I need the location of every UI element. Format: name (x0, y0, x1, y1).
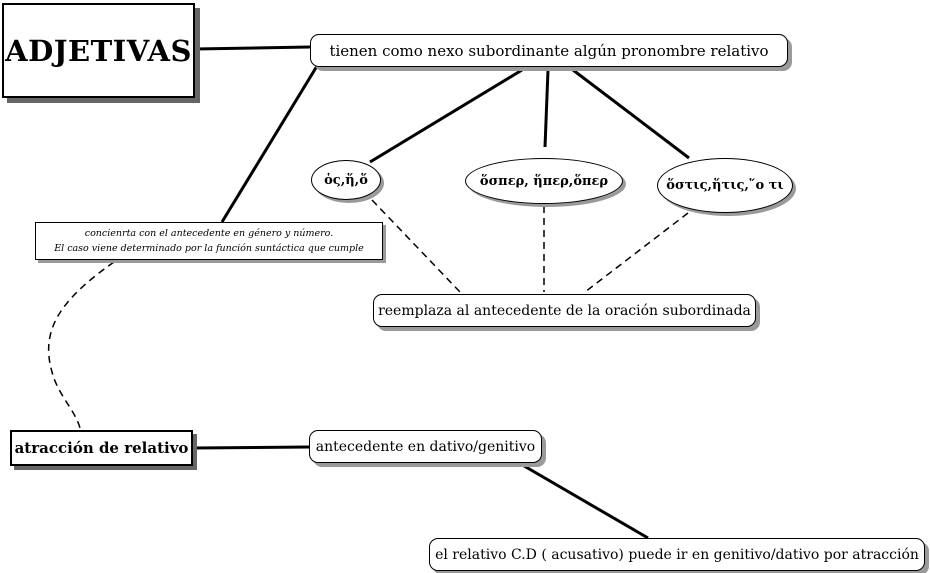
link-nexo-pronoun1 (369, 68, 523, 164)
link-title-nexo (194, 45, 311, 51)
title-text: ADJETIVAS (5, 33, 192, 68)
dativo-text: antecedente en dativo/genitivo (315, 438, 536, 455)
title-box: ADJETIVAS (2, 3, 195, 98)
concierta-line-1: concienrta con el antecedente en género … (84, 228, 334, 239)
relativo-cd-text: el relativo C.D ( acusativo) puede ir en… (435, 546, 919, 563)
dativo-box: antecedente en dativo/genitivo (309, 430, 542, 463)
link-nexo-pronoun3 (572, 68, 690, 160)
pronoun-2-text: ὅσπερ, ἥπερ,ὅπερ (479, 173, 609, 189)
reemplaza-box: reemplaza al antecedente de la oración s… (373, 294, 756, 327)
dash-pronoun3-reemplaza (584, 212, 689, 293)
dash-concierta-atraccion (47, 261, 115, 429)
concierta-box: concienrta con el antecedente en género … (35, 222, 383, 260)
atraccion-box: atracción de relativo (10, 430, 193, 466)
pronoun-ellipse-1: ὁς,ἥ,ὅ (311, 160, 381, 200)
link-nexo-concierta (220, 65, 319, 223)
link-attr-dativo (194, 445, 310, 450)
relativo-cd-box: el relativo C.D ( acusativo) puede ir en… (429, 538, 925, 571)
dash-pronoun1-reemplaza (371, 199, 461, 293)
pronoun-1-text: ὁς,ἥ,ὅ (324, 172, 368, 188)
nexo-box: tienen como nexo subordinante algún pron… (310, 34, 788, 67)
pronoun-ellipse-2: ὅσπερ, ἥπερ,ὅπερ (465, 158, 623, 204)
reemplaza-text: reemplaza al antecedente de la oración s… (378, 302, 751, 319)
concierta-line-2: El caso viene determinado por la función… (54, 243, 364, 254)
nexo-text: tienen como nexo subordinante algún pron… (329, 41, 769, 60)
link-nexo-pronoun2 (543, 69, 550, 148)
atraccion-text: atracción de relativo (14, 439, 189, 457)
pronoun-3-text: ὅστις,ἥτις,῞ο τι (666, 178, 784, 193)
pronoun-ellipse-3: ὅστις,ἥτις,῞ο τι (657, 158, 793, 213)
link-dativo-relc (518, 461, 649, 540)
